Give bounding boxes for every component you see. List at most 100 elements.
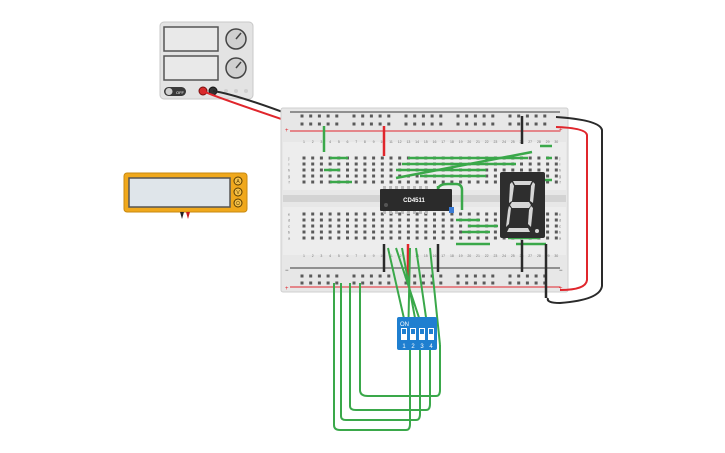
column-number: 29 — [546, 140, 550, 144]
column-number: 17 — [441, 140, 445, 144]
breadboard-jumpers[interactable] — [322, 116, 552, 282]
row-letter: b — [559, 230, 562, 235]
column-number: 3 — [320, 140, 322, 144]
jumper-diagonal — [395, 150, 533, 180]
segment-c — [528, 206, 533, 227]
row-letter: c — [288, 224, 290, 229]
column-number: 19 — [459, 140, 463, 144]
cd4511-label: CD4511 — [403, 198, 425, 204]
row-letter: i — [560, 162, 561, 167]
cd4511-chip[interactable]: CD4511 — [380, 186, 452, 214]
multimeter-mode-v[interactable] — [233, 187, 243, 197]
column-number: 10 — [380, 254, 384, 258]
column-number: 11 — [389, 254, 393, 258]
multimeter[interactable]: A V Ω — [123, 172, 248, 219]
breadboard-labels: 1122334455667788991010111112121313141415… — [288, 140, 562, 258]
column-number: 8 — [364, 254, 366, 258]
seven-segment-display[interactable]: 8 — [500, 172, 545, 238]
column-number: 24 — [502, 254, 506, 258]
current-display — [163, 55, 219, 81]
column-number: 9 — [373, 140, 375, 144]
probe-black[interactable] — [180, 212, 184, 219]
rail-plus-label-bottom-left: + — [285, 286, 289, 292]
column-number: 28 — [537, 254, 541, 258]
column-number: 30 — [554, 140, 558, 144]
segment-d — [507, 228, 530, 232]
column-number: 21 — [476, 254, 480, 258]
column-number: 22 — [485, 254, 489, 258]
row-letter: e — [288, 212, 291, 217]
power-supply[interactable]: OFF — [159, 21, 254, 100]
row-letter: h — [559, 168, 561, 173]
column-number: 19 — [459, 254, 463, 258]
power-toggle-label: OFF — [176, 90, 185, 95]
multimeter-mode-ohm[interactable] — [233, 198, 243, 208]
segment-f — [509, 182, 514, 203]
row-letter: i — [289, 162, 290, 167]
column-number: 15 — [424, 140, 428, 144]
rail-minus-label-bottom-right: − — [559, 268, 563, 274]
rail-minus-label-bottom-left: − — [285, 268, 289, 274]
rail-plus-label-top-left: + — [285, 128, 289, 134]
column-number: 4 — [329, 254, 331, 258]
column-number: 27 — [528, 254, 532, 258]
column-number: 18 — [450, 254, 454, 258]
row-letter: d — [559, 218, 561, 223]
column-number: 5 — [338, 254, 340, 258]
column-number: 2 — [312, 140, 314, 144]
column-number: 6 — [347, 140, 349, 144]
column-number: 25 — [511, 140, 515, 144]
row-letter: f — [559, 180, 561, 185]
supply-positive-wire[interactable] — [202, 90, 297, 125]
multimeter-label-v: V — [236, 190, 240, 196]
dip-switch-wires[interactable] — [333, 247, 441, 431]
column-number: 8 — [364, 140, 366, 144]
column-number: 23 — [493, 140, 497, 144]
column-number: 15 — [424, 254, 428, 258]
column-number: 7 — [355, 254, 357, 258]
voltage-display — [163, 26, 219, 52]
dip-switch-number-4: 4 — [429, 344, 433, 350]
column-number: 25 — [511, 254, 515, 258]
row-letter: f — [288, 180, 290, 185]
rail-plus-label-top-right: + — [559, 128, 563, 134]
dip-switch-on-label: ON — [400, 322, 409, 328]
row-letter: d — [288, 218, 290, 223]
jumper-loop — [436, 182, 464, 210]
segment-b — [530, 182, 535, 203]
segment-g — [510, 202, 531, 208]
column-number: 5 — [338, 140, 340, 144]
row-letter: j — [559, 156, 561, 161]
multimeter-mode-a[interactable] — [233, 176, 243, 186]
row-letter: j — [288, 156, 290, 161]
column-number: 12 — [398, 254, 402, 258]
column-number: 2 — [312, 254, 314, 258]
dip-switch[interactable]: ON 1 2 3 4 — [397, 317, 437, 350]
multimeter-display — [128, 177, 231, 208]
column-number: 18 — [450, 140, 454, 144]
column-number: 20 — [467, 140, 471, 144]
column-number: 12 — [398, 140, 402, 144]
probe-red[interactable] — [186, 212, 190, 219]
column-number: 29 — [546, 254, 550, 258]
multimeter-label-ohm: Ω — [236, 201, 240, 207]
column-number: 27 — [528, 140, 532, 144]
column-number: 21 — [476, 140, 480, 144]
resistor-indicator[interactable] — [449, 207, 454, 213]
column-number: 24 — [502, 140, 506, 144]
row-letter: h — [288, 168, 290, 173]
column-number: 28 — [537, 140, 541, 144]
column-number: 22 — [485, 140, 489, 144]
column-number: 6 — [347, 254, 349, 258]
column-number: 1 — [303, 254, 305, 258]
dip-switch-number-1: 1 — [402, 344, 406, 350]
column-number: 9 — [373, 254, 375, 258]
column-number: 11 — [389, 140, 393, 144]
dip-switch-number-3: 3 — [420, 344, 424, 350]
column-number: 23 — [493, 254, 497, 258]
column-number: 3 — [320, 254, 322, 258]
right-red-wire[interactable] — [555, 126, 588, 291]
segment-a — [513, 181, 532, 185]
column-number: 13 — [406, 140, 410, 144]
right-black-wire[interactable] — [546, 116, 603, 305]
